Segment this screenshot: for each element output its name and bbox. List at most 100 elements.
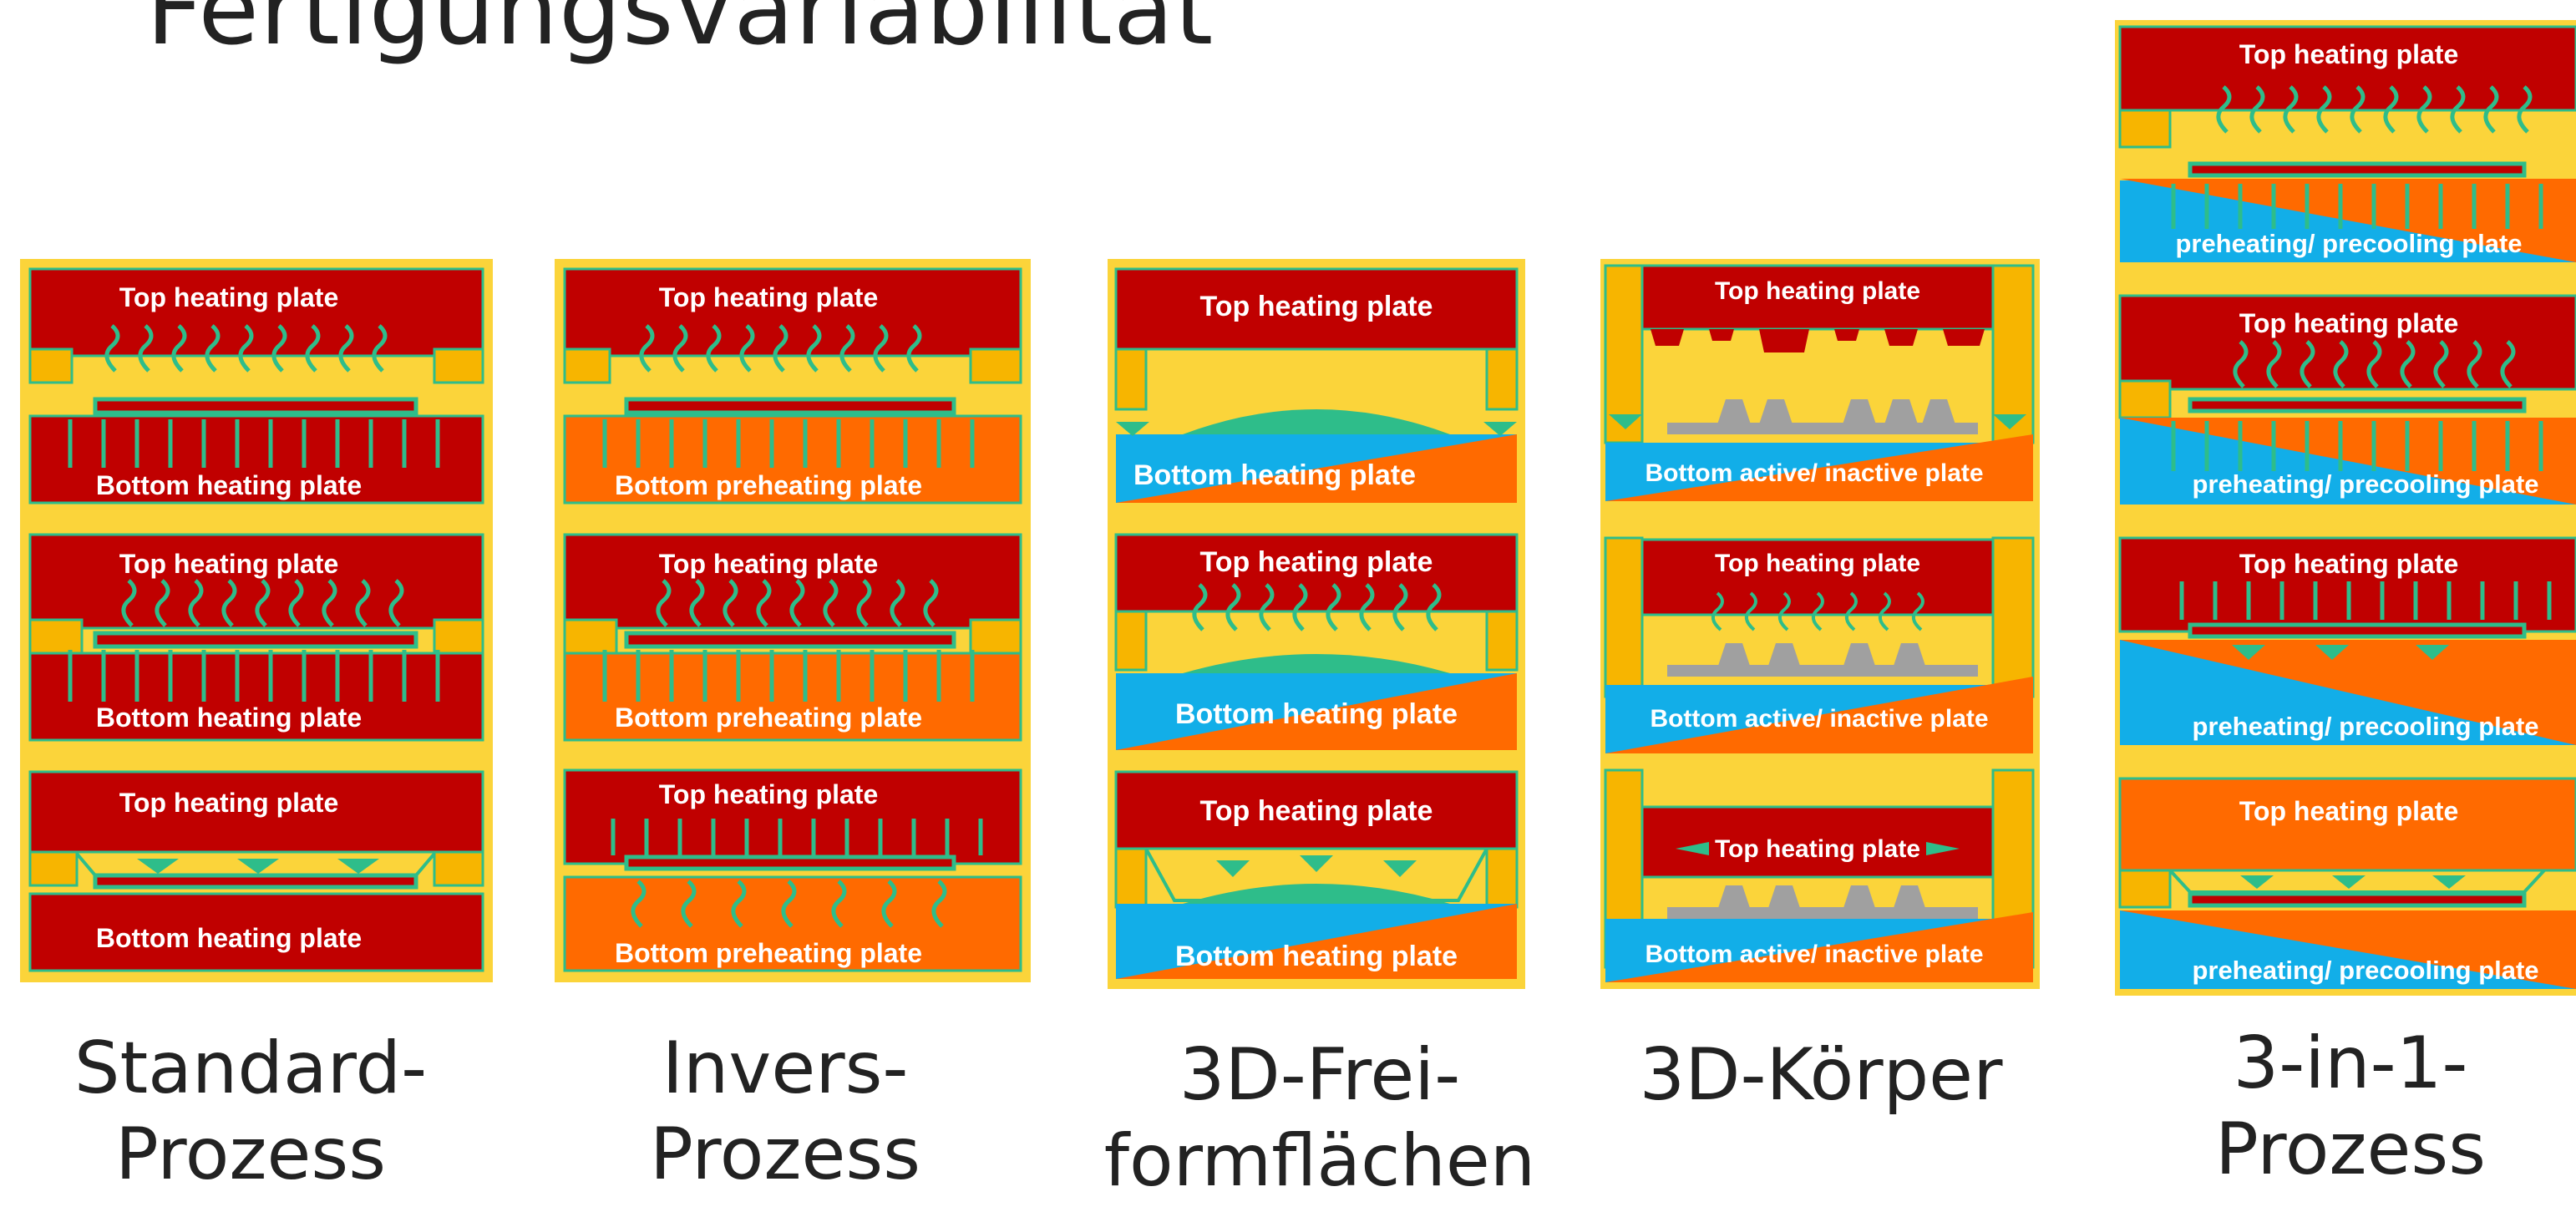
top-heating-plate	[1640, 264, 1995, 331]
caption-line: 3-in-1-	[2233, 1022, 2468, 1105]
caption-line: 3D-Frei-	[1179, 1033, 1461, 1117]
bottom-plate-label: preheating/ precooling plate	[2192, 712, 2538, 741]
side-block	[969, 618, 1022, 655]
bottom-plate-label: preheating/ precooling plate	[2192, 956, 2538, 985]
freeform-product	[1183, 654, 1450, 673]
mold-teeth	[1651, 329, 1985, 352]
side-stack	[1485, 847, 1519, 909]
top-heating-plate	[563, 267, 1022, 358]
top-heating-plate	[28, 770, 484, 854]
caption-3d-koerper: 3D-Körper	[1587, 1032, 2055, 1118]
upward-arrows	[2171, 421, 2543, 471]
gray-mold-bodies	[1667, 885, 1978, 919]
top-plate-label: Top heating plate	[2239, 308, 2459, 338]
page-title: Fertigungsvariabilität	[146, 0, 1214, 67]
top-plate-label: Top heating plate	[659, 549, 879, 579]
top-heating-plate	[1114, 770, 1519, 850]
side-arrows	[1676, 842, 1960, 855]
top-plate-label: Top heating plate	[659, 779, 879, 809]
side-arrows	[1116, 422, 1517, 436]
bottom-plate-label: Bottom heating plate	[1133, 459, 1416, 491]
product-sheet	[624, 397, 956, 415]
standard-process-diagram: Top heating plate Bottom heating plate T…	[28, 267, 484, 972]
caption-line: Prozess	[2214, 1108, 2487, 1192]
product-sheet	[624, 855, 956, 871]
downward-arrows	[2179, 581, 2552, 620]
3d-body-process-diagram: Top heating plate Bottom active/ inactiv…	[1604, 264, 2035, 982]
product-sheet	[93, 631, 418, 649]
product-sheet	[2188, 622, 2527, 639]
top-heating-plate	[2118, 777, 2576, 872]
upward-arrows	[602, 650, 975, 702]
heating-gradient	[2120, 910, 2576, 989]
gray-mold-bodies	[1667, 643, 1978, 677]
side-stack	[1485, 347, 1519, 411]
top-plate-label: Top heating plate	[1200, 546, 1433, 578]
top-heating-plate	[1114, 533, 1519, 613]
product-sheet	[2188, 891, 2527, 908]
heat-wave-arrows	[656, 579, 939, 627]
bottom-plate-label: Bottom active/ inactive plate	[1645, 941, 1983, 968]
panel-3d-koerper: Top heating plate Bottom active/ inactiv…	[1600, 259, 2040, 989]
top-heating-plate	[1640, 538, 1995, 616]
top-plate-label: Top heating plate	[659, 282, 879, 312]
downward-arrows	[611, 819, 983, 855]
product-sheet	[2188, 161, 2527, 178]
heat-wave-arrows	[104, 324, 388, 373]
caption-line: formflächen	[1103, 1119, 1536, 1204]
top-plate-label: Top heating plate	[1200, 795, 1433, 827]
bottom-plate-label: Bottom heating plate	[1175, 698, 1458, 730]
product-sheet	[93, 873, 418, 890]
top-heating-plate	[1640, 805, 1995, 879]
caption-line: 3D-Körper	[1639, 1033, 2003, 1117]
side-block	[2118, 379, 2172, 419]
top-plate-label: Top heating plate	[2239, 549, 2459, 579]
heat-wave-arrows	[1711, 591, 1924, 631]
top-plate-label: Top heating plate	[1715, 835, 1920, 863]
compression-arrows	[137, 859, 379, 874]
freeform-product	[1183, 409, 1450, 434]
bottom-plate-label: Bottom active/ inactive plate	[1650, 705, 1988, 733]
bottom-plate-label: Bottom preheating plate	[615, 470, 922, 500]
side-wall	[1991, 536, 2035, 698]
panel-invers-prozess: Top heating plate Bottom preheating plat…	[555, 259, 1031, 982]
product-sheet	[624, 631, 956, 649]
heating-gradient	[1116, 904, 1517, 979]
inverse-process-diagram: Top heating plate Bottom preheating plat…	[563, 267, 1022, 972]
product-sheet	[93, 397, 418, 415]
top-plate-label: Top heating plate	[119, 788, 339, 818]
caption-standard-prozess: Standard- Prozess	[33, 1026, 468, 1198]
side-block	[2118, 869, 2172, 909]
gray-mold-bodies	[1667, 399, 1978, 434]
bottom-plate-label: Bottom heating plate	[1175, 941, 1458, 972]
top-plate-label: Top heating plate	[2239, 796, 2459, 826]
top-heating-plate	[1114, 267, 1519, 351]
heat-wave-arrows	[639, 324, 922, 373]
side-block	[563, 347, 611, 384]
gray-base	[1667, 907, 1978, 919]
caption-line: Invers-	[662, 1027, 909, 1110]
compression-arrows	[2240, 875, 2466, 889]
side-block	[433, 850, 484, 887]
side-stack	[1114, 610, 1148, 672]
freeform-product	[1183, 884, 1450, 904]
bottom-plate-label: preheating/ precooling plate	[2192, 469, 2538, 499]
upward-arrows	[68, 419, 440, 468]
side-block	[28, 850, 79, 887]
top-heating-plate	[2118, 25, 2576, 112]
top-plate-label: Top heating plate	[119, 549, 339, 579]
caption-line: Standard-	[74, 1027, 428, 1110]
compression-arrows	[2232, 645, 2449, 660]
side-block	[969, 347, 1022, 384]
top-plate-label: Top heating plate	[119, 282, 339, 312]
side-wall	[1604, 264, 1644, 444]
side-stack	[1114, 347, 1148, 411]
top-plate-label: Top heating plate	[1200, 291, 1433, 322]
compression-arrows	[1216, 855, 1417, 877]
heating-gradient	[1116, 673, 1517, 750]
heating-gradient	[2120, 418, 2576, 505]
upward-arrows	[2171, 184, 2543, 229]
product-sheet	[2188, 397, 2527, 413]
top-heating-plate	[2118, 294, 2576, 391]
top-plate-label: Top heating plate	[1715, 277, 1920, 305]
